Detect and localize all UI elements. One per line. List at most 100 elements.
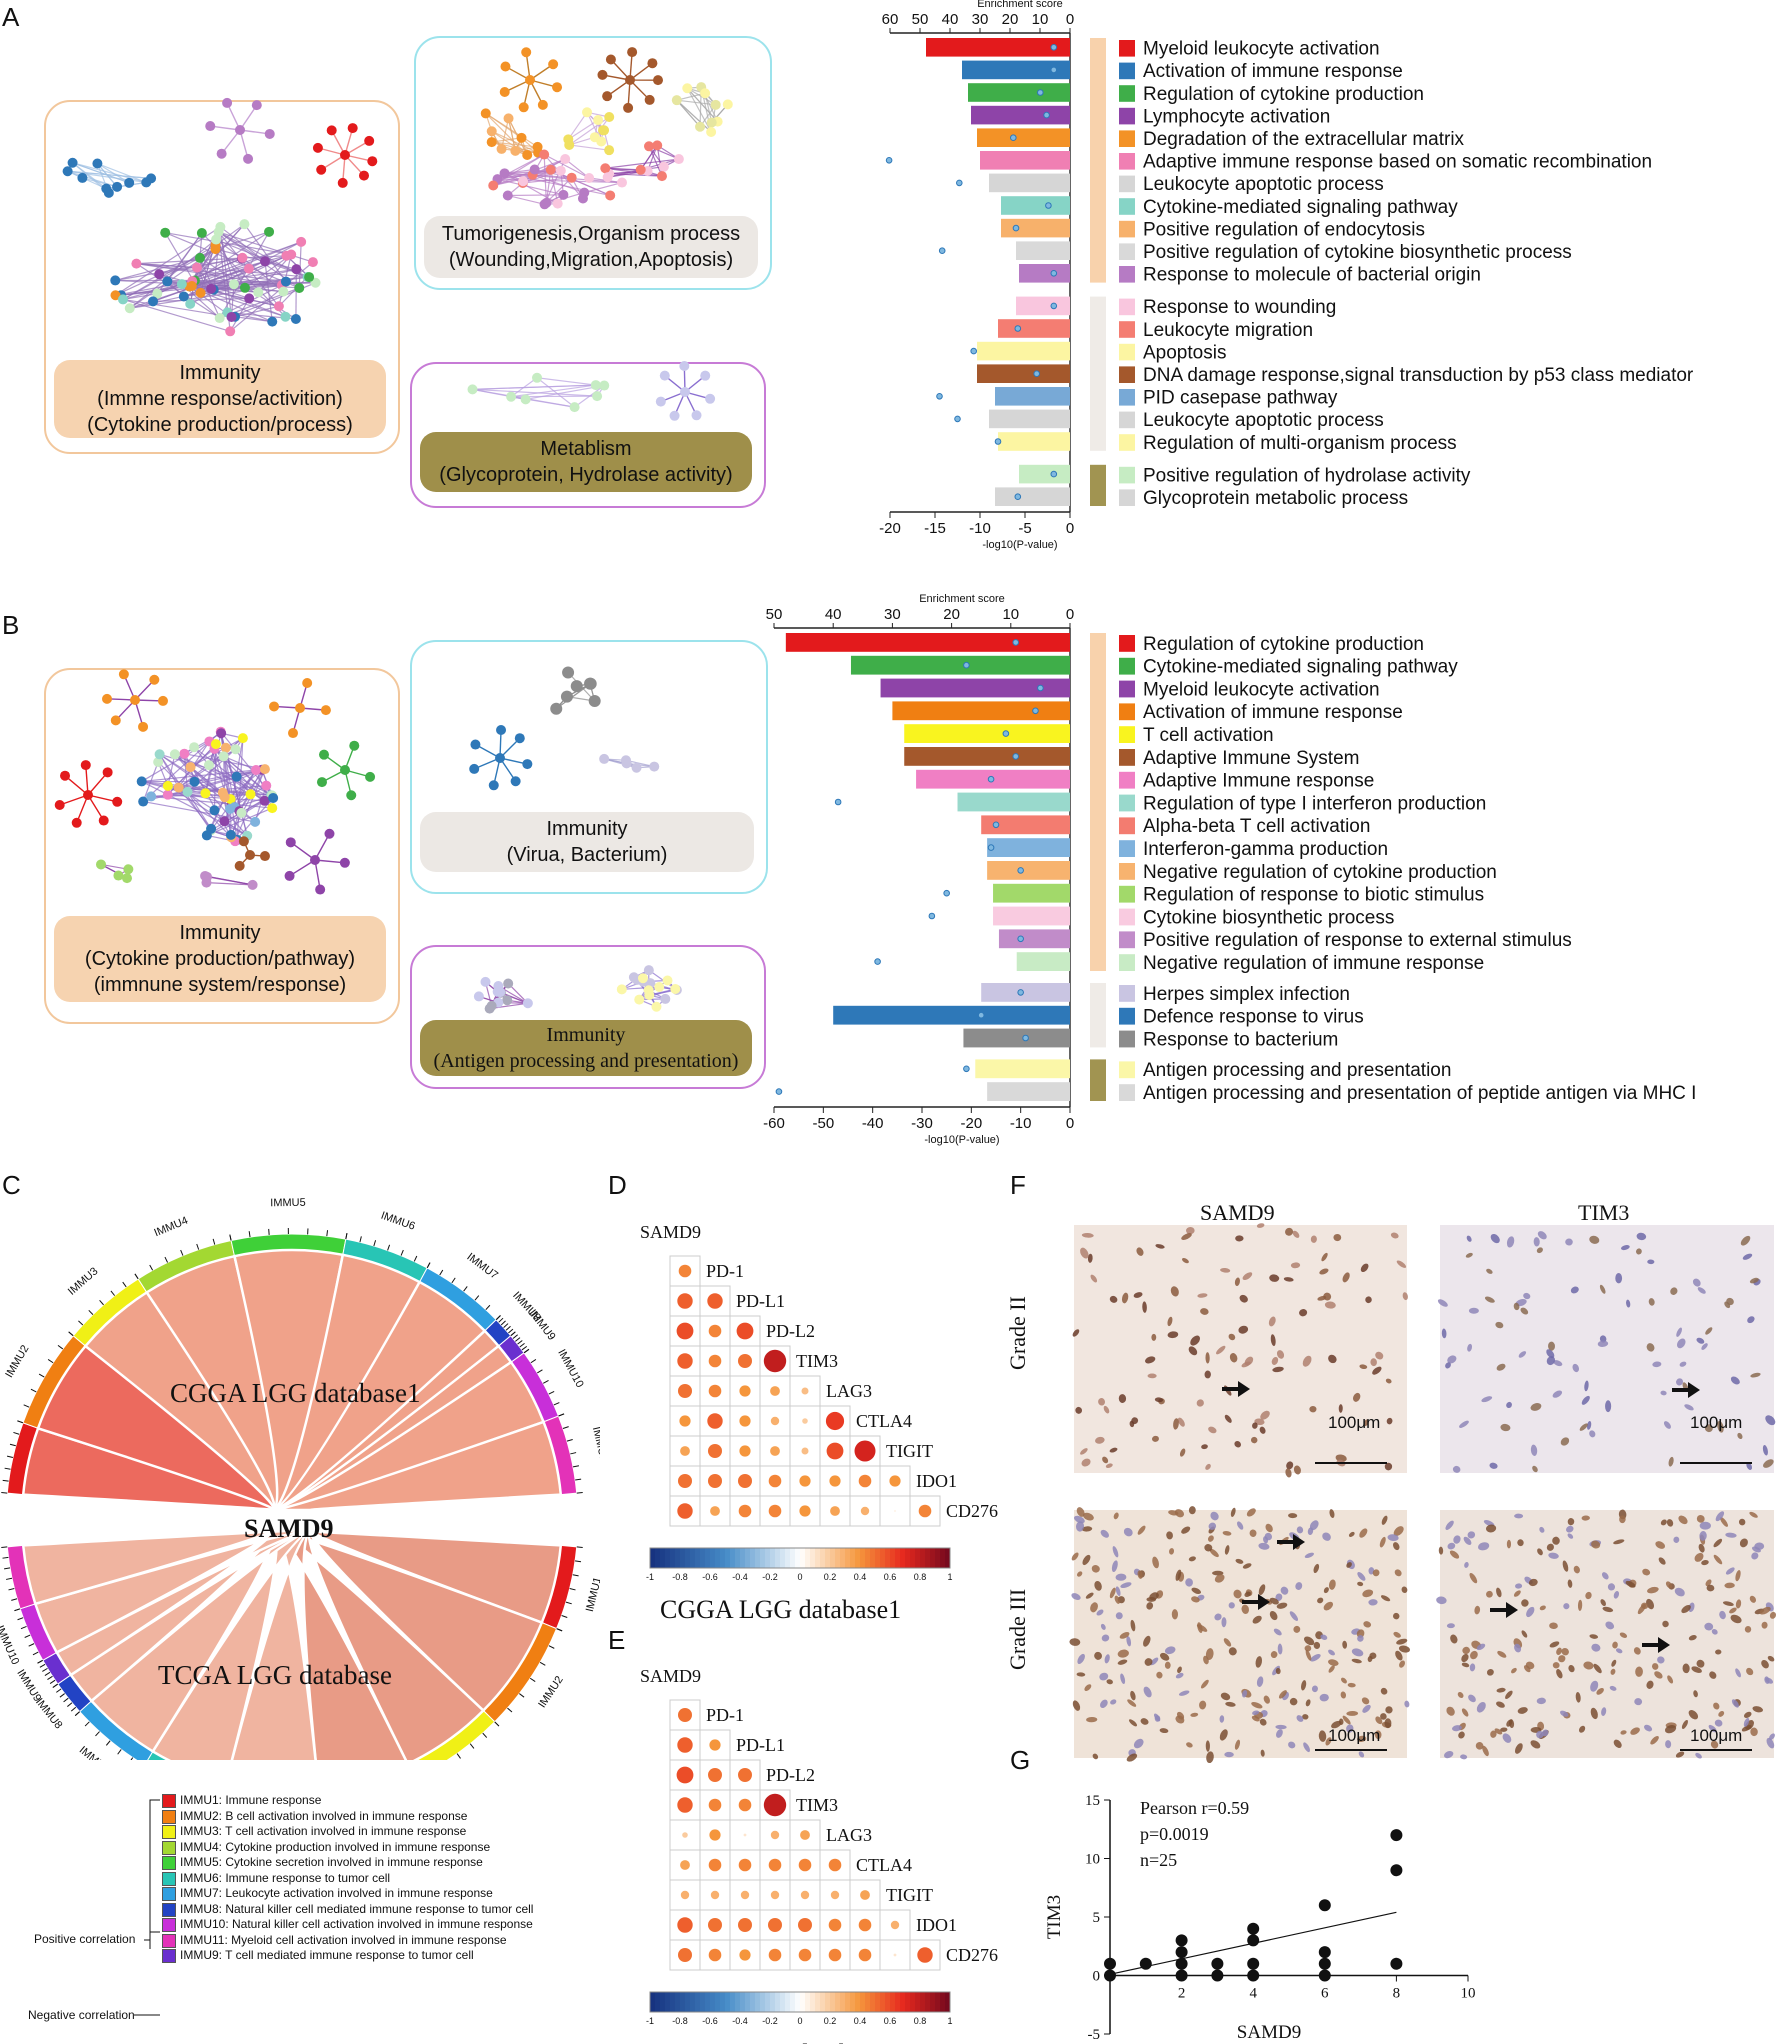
pill-line: (Cytokine production/process) — [87, 414, 353, 436]
network-node — [206, 283, 217, 294]
network-node — [130, 695, 140, 705]
network-edge — [257, 254, 292, 293]
network-node — [486, 126, 497, 137]
network-node — [239, 282, 250, 293]
panel-label-g: G — [1010, 1745, 1031, 1775]
network-node — [590, 380, 601, 391]
network-node — [103, 187, 114, 198]
network-node — [278, 286, 289, 297]
network-node — [312, 142, 323, 153]
panel-a-networks — [62, 47, 733, 421]
network-node — [149, 674, 160, 685]
network-edge — [210, 241, 302, 290]
network-node — [652, 140, 663, 151]
network-node — [566, 172, 577, 183]
network-node — [520, 394, 531, 405]
network-edge — [569, 144, 610, 151]
network-node — [290, 314, 301, 325]
network-node — [269, 701, 280, 712]
network-node — [273, 301, 284, 312]
panel-b-networks — [54, 666, 682, 1014]
network-node — [178, 291, 189, 302]
panel-a-pill-tumorigenesis: Tumorigenesis,Organism process (Wounding… — [424, 216, 758, 278]
network-node — [700, 88, 711, 99]
x-tick-label: 10 — [1461, 1986, 1476, 2002]
network-node — [486, 137, 497, 148]
network-node — [98, 815, 109, 826]
network-node — [589, 132, 600, 143]
network-node — [365, 771, 376, 782]
network-node — [286, 249, 297, 260]
network-node — [644, 94, 655, 105]
network-node — [316, 164, 327, 175]
network-node — [337, 177, 348, 188]
panel-label-a: A — [2, 2, 20, 32]
panel-label-c: C — [2, 1170, 21, 1200]
network-node — [364, 135, 375, 146]
network-node — [192, 262, 203, 273]
network-node — [138, 721, 149, 732]
network-node — [706, 117, 717, 128]
network-node — [700, 370, 711, 381]
network-edge — [72, 162, 147, 184]
network-node — [604, 112, 615, 123]
network-node — [77, 172, 88, 183]
pill-line: (Glycoprotein, Hydrolase activity) — [439, 464, 733, 486]
network-node — [152, 288, 163, 299]
network-node — [569, 402, 580, 413]
network-edge — [218, 231, 314, 263]
network-node — [280, 276, 291, 287]
pill-line: Metablism — [540, 438, 632, 460]
network-node — [623, 102, 634, 113]
network-edge — [564, 158, 590, 179]
network-edge — [239, 129, 249, 160]
network-node — [605, 190, 616, 201]
network-edge — [96, 163, 118, 188]
network-node — [291, 264, 302, 275]
network-edge — [153, 297, 250, 302]
network-node — [605, 54, 616, 65]
network-node — [110, 715, 121, 726]
x-tick-label: 4 — [1249, 1986, 1257, 2002]
network-edge — [605, 158, 679, 169]
network-node — [669, 410, 680, 421]
network-node — [71, 817, 82, 828]
pill-line: (Immne response/activition) — [97, 388, 343, 410]
network-edge — [87, 771, 109, 796]
network-node — [226, 311, 237, 322]
network-node — [102, 693, 113, 704]
network-edge — [472, 388, 598, 397]
network-edge — [142, 761, 159, 802]
y-axis-label: TIM3 — [1044, 1895, 1065, 1939]
network-edge — [244, 254, 292, 289]
network-node — [532, 141, 543, 152]
network-node — [679, 361, 690, 372]
network-edge — [229, 261, 314, 332]
network-node — [367, 156, 378, 167]
network-node — [205, 121, 216, 132]
network-edge — [584, 181, 623, 194]
network-node — [602, 91, 613, 102]
network-node — [656, 171, 667, 182]
network-node — [157, 695, 168, 706]
network-node — [673, 154, 684, 165]
network-node — [194, 252, 205, 263]
scatter-point — [1211, 1957, 1224, 1970]
y-tick-label: 0 — [1093, 1969, 1101, 1985]
network-node — [499, 87, 510, 98]
network-node — [560, 154, 571, 165]
network-node — [502, 190, 513, 201]
network-node — [541, 197, 552, 208]
panel-label-f: F — [1010, 1170, 1026, 1200]
network-edge — [491, 137, 522, 143]
panel-label-b: B — [2, 610, 20, 640]
network-node — [604, 145, 615, 156]
network-edge — [543, 153, 590, 179]
network-node — [214, 313, 225, 324]
network-node — [225, 326, 236, 337]
network-edge — [72, 162, 107, 190]
network-node — [83, 790, 93, 800]
network-node — [552, 198, 563, 209]
network-node — [186, 281, 197, 292]
network-node — [62, 166, 73, 177]
